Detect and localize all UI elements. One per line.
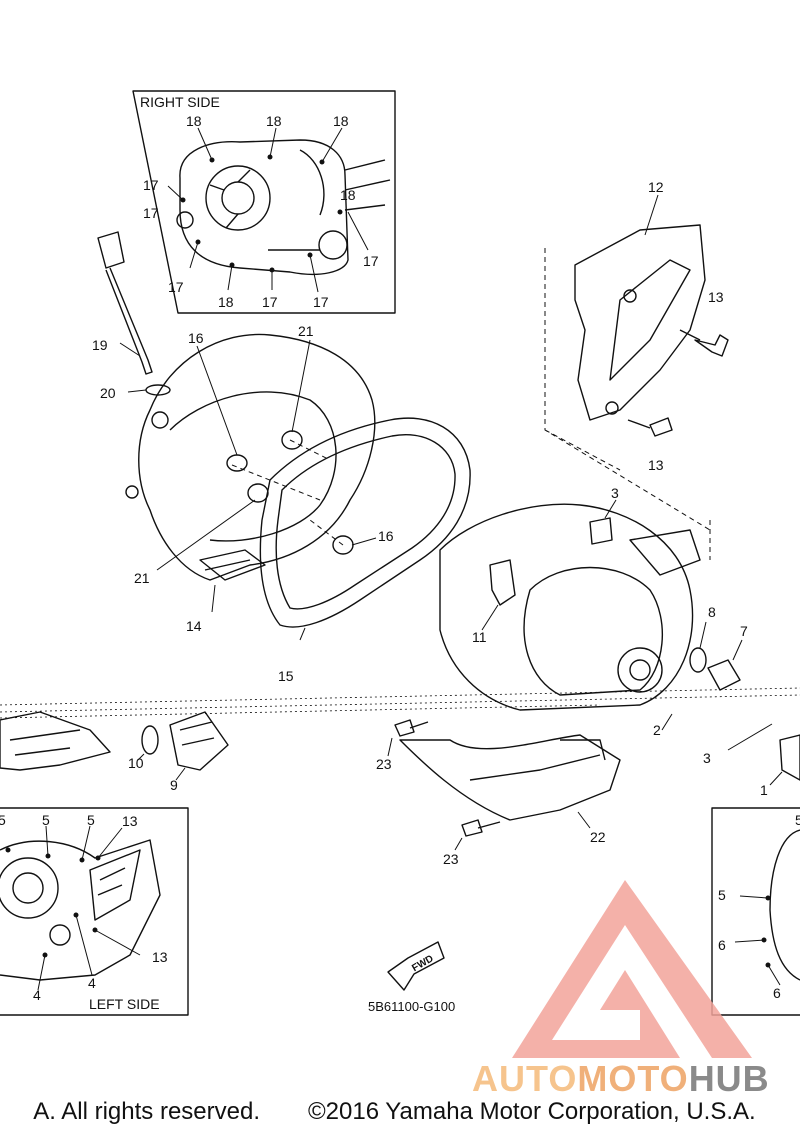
- callout-18c: 18: [333, 113, 349, 129]
- callout-labels: 1 2 3 3 4 4 5 5 5 5 5 6 6 7 8 9 10 11 12…: [0, 113, 800, 1003]
- footer-left-copyright: A. All rights reserved.: [0, 1098, 260, 1138]
- left-side-label: LEFT SIDE: [89, 996, 160, 1012]
- callout-17c: 17: [168, 279, 184, 295]
- callout-18a: 18: [186, 113, 202, 129]
- callout-21b: 21: [134, 570, 150, 586]
- dipstick: [97, 231, 153, 375]
- callout-21a: 21: [298, 323, 314, 339]
- callout-18d: 18: [218, 294, 234, 310]
- right-side-label: RIGHT SIDE: [140, 94, 220, 110]
- damper-3: [589, 517, 613, 545]
- right-cover-outline: [179, 139, 349, 275]
- callout-15: 15: [278, 668, 294, 684]
- callout-23b: 23: [443, 851, 459, 867]
- left-cover-hub: [0, 857, 59, 919]
- footer-right-copyright: ©2016 Yamaha Motor Corporation, U.S.A.: [308, 1098, 756, 1125]
- callout-10: 10: [128, 755, 144, 771]
- callout-23a: 23: [376, 756, 392, 772]
- dowel-16a: [226, 454, 248, 472]
- callout-6a: 6: [718, 937, 726, 953]
- dowel-21a: [281, 430, 303, 450]
- callout-13c: 13: [122, 813, 138, 829]
- plug-7: [707, 659, 741, 691]
- watermark-logo-icon: [512, 880, 752, 1058]
- watermark-moto: MOTO: [577, 1058, 689, 1099]
- outer-cover: [439, 503, 694, 711]
- callout-17f: 17: [143, 205, 159, 221]
- fwd-label: FWD: [410, 953, 435, 974]
- footer-left-text: A. All rights reserved.: [33, 1098, 260, 1125]
- right-side-inset-box: [132, 90, 396, 314]
- callout-3a: 3: [611, 485, 619, 501]
- callout-9: 9: [170, 777, 178, 793]
- callout-5a: 5: [0, 812, 6, 828]
- callout-16a: 16: [188, 330, 204, 346]
- callout-18e: 18: [340, 187, 356, 203]
- guard-22: [399, 734, 621, 821]
- bolt-23a: [394, 719, 429, 737]
- callout-6b: 6: [773, 985, 781, 1001]
- watermark-text: AUTOMOTOHUB: [472, 1058, 770, 1100]
- callout-18b: 18: [266, 113, 282, 129]
- oil-plug-9: [169, 711, 229, 771]
- callout-13b: 13: [648, 457, 664, 473]
- callout-17b: 17: [363, 253, 379, 269]
- left-side-inset-box: [0, 807, 189, 1016]
- bolt-23b: [461, 819, 501, 837]
- callout-19: 19: [92, 337, 108, 353]
- callout-13d: 13: [152, 949, 168, 965]
- callout-17a: 17: [143, 177, 159, 193]
- oring-8: [689, 647, 707, 673]
- callout-20: 20: [100, 385, 116, 401]
- fwd-arrow: [387, 941, 445, 991]
- callout-2: 2: [653, 722, 661, 738]
- right-partial-inset: [711, 807, 800, 1016]
- watermark-auto: AUTO: [472, 1058, 578, 1099]
- callout-14: 14: [186, 618, 202, 634]
- callout-13a: 13: [708, 289, 724, 305]
- callout-12: 12: [648, 179, 664, 195]
- callout-4a: 4: [33, 987, 41, 1003]
- sprocket-cover: [574, 224, 706, 421]
- crankcase-cover: [138, 333, 376, 581]
- callout-17e: 17: [313, 294, 329, 310]
- oring-10: [141, 725, 159, 755]
- callout-22: 22: [590, 829, 606, 845]
- bolt-13a: [679, 329, 729, 357]
- right-cover-hub: [205, 165, 271, 231]
- callout-11: 11: [472, 629, 487, 645]
- callout-8: 8: [708, 604, 716, 620]
- bracket-11: [489, 559, 516, 606]
- gasket: [259, 417, 471, 628]
- callout-4b: 4: [88, 975, 96, 991]
- callout-5e: 5: [795, 812, 800, 828]
- dowel-21b: [247, 483, 269, 503]
- callout-17d: 17: [262, 294, 278, 310]
- callout-16b: 16: [378, 528, 394, 544]
- callout-3b: 3: [703, 750, 711, 766]
- callout-5d: 5: [718, 887, 726, 903]
- bolt-13b: [627, 417, 673, 437]
- callout-1: 1: [760, 782, 768, 798]
- callout-5b: 5: [42, 812, 50, 828]
- callout-7: 7: [740, 623, 748, 639]
- watermark-hub: HUB: [688, 1058, 770, 1099]
- part-code: 5B61100-G100: [368, 999, 455, 1014]
- callout-5c: 5: [87, 812, 95, 828]
